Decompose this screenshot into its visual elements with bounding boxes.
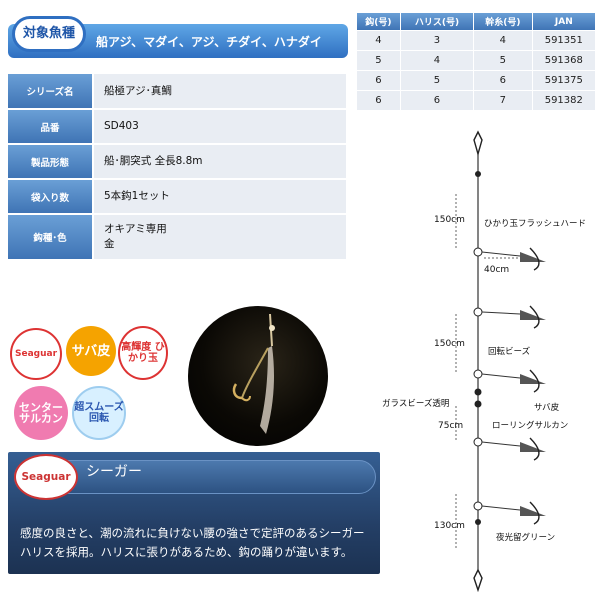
size-table: 鈎(号) ハリス(号) 幹糸(号) JAN 4 3 4 591351 5 4 5…	[356, 12, 596, 111]
label-glass-bead: ガラスビーズ透明	[382, 398, 449, 409]
spec-value: オキアミ専用 金	[94, 215, 346, 259]
rig-diagram: 150cm 150cm 75cm 130cm 40cm ひかり玉フラッシュハード…	[382, 130, 586, 592]
size-header-row: 鈎(号) ハリス(号) 幹糸(号) JAN	[357, 13, 595, 30]
size-header: ハリス(号)	[400, 13, 474, 30]
length-label-3: 75cm	[438, 421, 463, 431]
spec-value: SD403	[94, 110, 346, 143]
size-cell: 6	[474, 71, 532, 90]
spec-row-form: 製品形態 船･胴突式 全長8.8m	[8, 145, 346, 178]
spec-label: 鈎種･色	[8, 215, 94, 259]
center-swivel-badge: センター サルカン	[14, 386, 68, 440]
seaguar-badge: Seaguar	[10, 328, 62, 380]
size-header: JAN	[532, 13, 595, 30]
size-cell: 5	[474, 51, 532, 70]
label-rotating-bead: 回転ビーズ	[488, 346, 531, 357]
feature-badges: Seaguar サバ皮 高輝度 ひかり玉 センター サルカン 超スムーズ 回転	[8, 316, 168, 446]
spec-value: 船･胴突式 全長8.8m	[94, 145, 346, 178]
length-label-2: 150cm	[434, 339, 465, 349]
size-cell: 4	[400, 51, 474, 70]
size-cell: 591368	[532, 51, 595, 70]
table-row: 4 3 4 591351	[357, 31, 595, 50]
spec-row-hook: 鈎種･色 オキアミ専用 金	[8, 215, 346, 259]
size-cell: 5	[400, 71, 474, 90]
size-header: 鈎(号)	[357, 13, 400, 30]
brand-panel: Seaguar シーガー 感度の良さと、潮の流れに負けない腰の強さで定評のあるシ…	[8, 452, 380, 574]
size-cell: 591375	[532, 71, 595, 90]
spec-table: シリーズ名 船極アジ･真鯛 品番 SD403 製品形態 船･胴突式 全長8.8m…	[8, 72, 346, 261]
table-row: 6 5 6 591375	[357, 71, 595, 90]
size-cell: 3	[400, 31, 474, 50]
label-glow-bead: ひかり玉フラッシュハード	[484, 219, 586, 229]
brand-title: シーガー	[86, 464, 142, 480]
size-cell: 4	[474, 31, 532, 50]
product-photo	[188, 306, 328, 446]
table-row: 6 6 7 591382	[357, 91, 595, 110]
saba-skin-badge: サバ皮	[66, 326, 116, 376]
label-glow-stopper: 夜光留グリーン	[496, 532, 555, 543]
size-cell: 591351	[532, 31, 595, 50]
size-cell: 7	[474, 91, 532, 110]
spec-label: 袋入り数	[8, 180, 94, 213]
spec-row-series: シリーズ名 船極アジ･真鯛	[8, 74, 346, 108]
branch-length-label: 40cm	[484, 265, 509, 275]
target-fish-banner: 対象魚種 船アジ、マダイ、アジ、チダイ、ハナダイ	[8, 14, 348, 60]
spec-label: シリーズ名	[8, 74, 94, 108]
spec-value: 5本鈎1セット	[94, 180, 346, 213]
size-cell: 4	[357, 31, 400, 50]
size-cell: 6	[357, 91, 400, 110]
size-cell: 6	[400, 91, 474, 110]
brand-description: 感度の良さと、潮の流れに負けない腰の強さで定評のあるシーガー ハリスを採用。ハリ…	[20, 526, 365, 559]
size-cell: 591382	[532, 91, 595, 110]
table-row: 5 4 5 591368	[357, 51, 595, 70]
spec-label: 製品形態	[8, 145, 94, 178]
label-mackerel-skin: サバ皮	[534, 402, 560, 413]
size-header: 幹糸(号)	[474, 13, 532, 30]
spec-value: 船極アジ･真鯛	[94, 74, 346, 108]
seaguar-logo: Seaguar	[14, 454, 78, 500]
size-cell: 5	[357, 51, 400, 70]
length-label-4: 130cm	[434, 521, 465, 531]
spec-row-quantity: 袋入り数 5本鈎1セット	[8, 180, 346, 213]
smooth-rotation-badge: 超スムーズ 回転	[72, 386, 126, 440]
banner-tag: 対象魚種	[12, 16, 86, 52]
spec-row-product-code: 品番 SD403	[8, 110, 346, 143]
label-rolling-swivel: ローリングサルカン	[492, 420, 568, 431]
target-fish-list: 船アジ、マダイ、アジ、チダイ、ハナダイ	[96, 35, 322, 49]
glow-bead-badge: 高輝度 ひかり玉	[118, 326, 168, 380]
size-cell: 6	[357, 71, 400, 90]
length-label-1: 150cm	[434, 215, 465, 225]
spec-label: 品番	[8, 110, 94, 143]
